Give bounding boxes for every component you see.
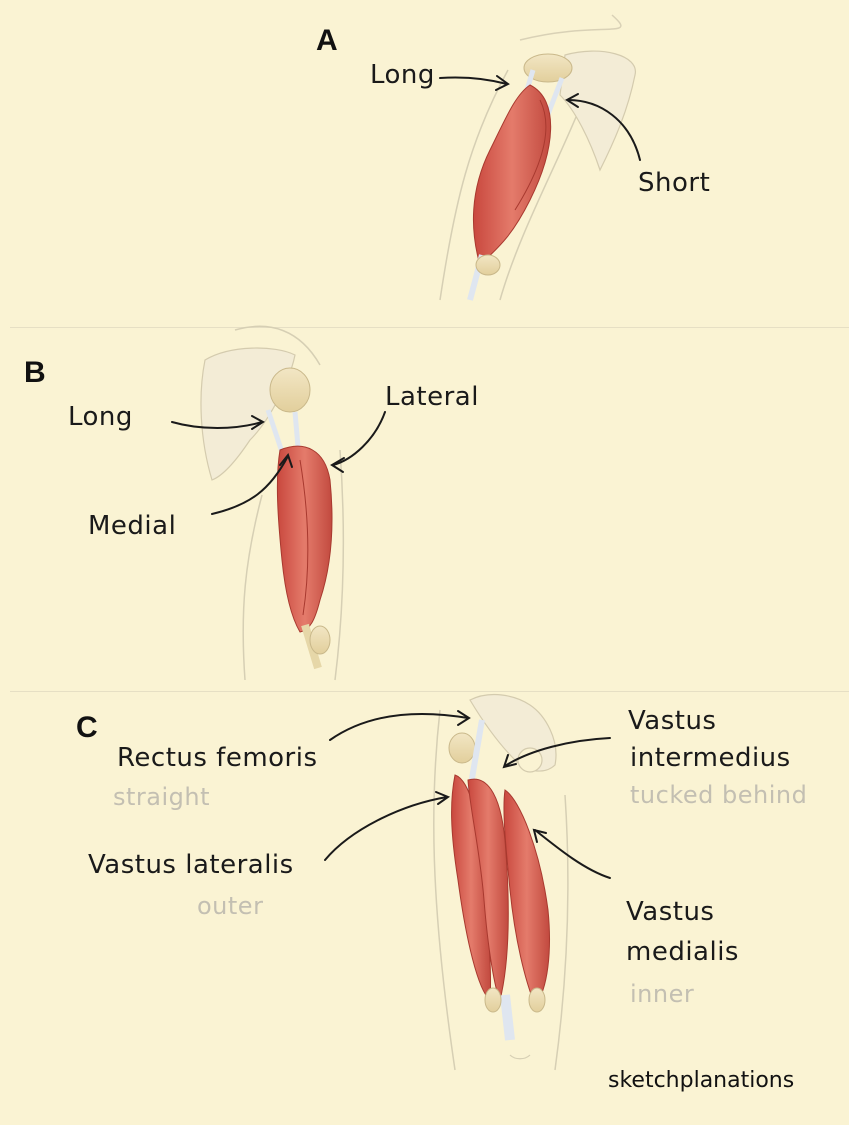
vastus-medialis-label-line2: medialis [626,937,739,967]
vastus-lateralis-sublabel: outer [197,892,264,920]
vastus-intermedius-sublabel: tucked behind [630,781,808,809]
triceps-lateral-head-label: Lateral [385,382,479,412]
rectus-femoris-label: Rectus femoris [117,743,318,773]
biceps-long-head-label: Long [370,60,435,90]
panel-a-letter: A [316,24,338,57]
panel-divider-bc [10,691,849,692]
biceps-short-head-label: Short [638,168,711,198]
panel-divider-ab [10,327,849,328]
triceps-medial-head-label: Medial [88,511,177,541]
panel-b-letter: B [24,356,46,389]
panel-c-letter: C [76,711,98,744]
rectus-femoris-sublabel: straight [113,783,211,811]
triceps-long-head-label: Long [68,402,133,432]
vastus-intermedius-label-line1: Vastus [628,706,717,736]
vastus-lateralis-label: Vastus lateralis [88,850,294,880]
biceps-illustration [439,14,641,301]
vastus-intermedius-label-line2: intermedius [630,743,791,773]
vastus-medialis-sublabel: inner [630,980,695,1008]
triceps-illustration [171,325,386,681]
vastus-medialis-label-line1: Vastus [626,897,715,927]
brand-signature: sketchplanations [608,1068,795,1093]
quadriceps-illustration [324,694,611,1071]
